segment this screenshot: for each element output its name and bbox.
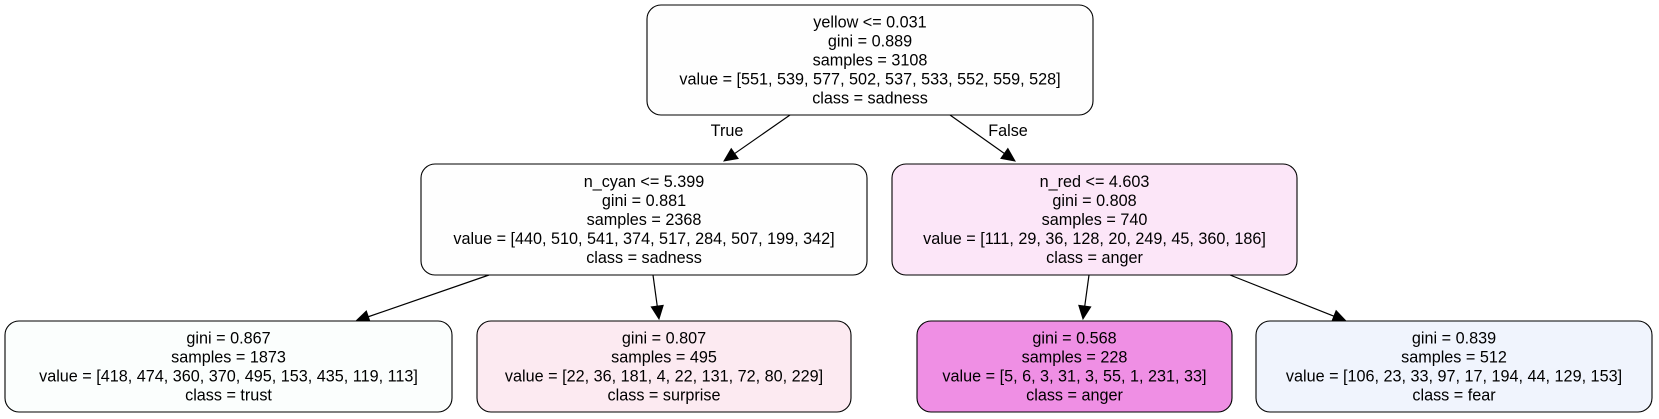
edge-line bbox=[1084, 274, 1090, 307]
edge-root-left: True bbox=[711, 114, 791, 162]
node-line: value = [551, 539, 577, 502, 537, 533, 5… bbox=[679, 70, 1060, 88]
node-box bbox=[891, 163, 1298, 276]
node-line: value = [106, 23, 33, 97, 17, 194, 44, 1… bbox=[1286, 367, 1622, 385]
node-line: gini = 0.889 bbox=[828, 33, 912, 51]
edge-line bbox=[734, 114, 791, 155]
node-line: class = anger bbox=[1026, 386, 1123, 404]
node-line: samples = 1873 bbox=[171, 349, 286, 367]
edge-line bbox=[949, 114, 1005, 154]
edge-right-fear bbox=[1229, 274, 1348, 323]
node-line: class = trust bbox=[185, 386, 272, 404]
node-line: gini = 0.568 bbox=[1032, 330, 1116, 348]
node-line: gini = 0.808 bbox=[1052, 192, 1136, 210]
node-line: value = [440, 510, 541, 374, 517, 284, 5… bbox=[453, 230, 834, 248]
node-line: samples = 2368 bbox=[587, 211, 702, 229]
node-line: samples = 740 bbox=[1042, 211, 1148, 229]
node-line: gini = 0.807 bbox=[622, 330, 706, 348]
node-line: class = fear bbox=[1412, 386, 1496, 404]
node-line: n_red <= 4.603 bbox=[1040, 173, 1150, 191]
node-line: gini = 0.839 bbox=[1412, 330, 1496, 348]
node-line: value = [111, 29, 36, 128, 20, 249, 45, … bbox=[923, 230, 1266, 248]
node-line: samples = 3108 bbox=[813, 52, 928, 70]
node-box bbox=[1255, 320, 1653, 413]
edge-line bbox=[652, 274, 658, 307]
node-line: samples = 512 bbox=[1401, 349, 1507, 367]
node-line: n_cyan <= 5.399 bbox=[584, 173, 705, 191]
node-line: yellow <= 0.031 bbox=[813, 14, 926, 32]
edge-right-anger bbox=[1078, 274, 1092, 321]
node-line: value = [5, 6, 3, 31, 3, 55, 1, 231, 33] bbox=[942, 367, 1206, 385]
edge-line bbox=[1229, 274, 1335, 317]
arrowhead bbox=[723, 147, 739, 162]
edge-label: False bbox=[988, 122, 1028, 140]
node-box bbox=[4, 320, 453, 413]
node-box bbox=[646, 4, 1094, 116]
node-line: value = [22, 36, 181, 4, 22, 131, 72, 80… bbox=[505, 367, 823, 385]
node-line: class = sadness bbox=[586, 249, 702, 267]
node-line: class = anger bbox=[1046, 249, 1143, 267]
edge-label: True bbox=[711, 122, 744, 140]
node-line: samples = 495 bbox=[611, 349, 717, 367]
arrowhead bbox=[1330, 309, 1348, 323]
edge-left-trust bbox=[354, 274, 490, 323]
node-box bbox=[420, 163, 868, 276]
node-line: class = sadness bbox=[812, 89, 928, 107]
node-line: gini = 0.881 bbox=[602, 192, 686, 210]
node-box bbox=[476, 320, 852, 413]
node-box bbox=[916, 320, 1233, 413]
edge-root-right: False bbox=[949, 114, 1028, 162]
arrowhead bbox=[650, 304, 664, 321]
arrowhead bbox=[1000, 147, 1016, 162]
node-line: class = surprise bbox=[608, 386, 721, 404]
node-line: samples = 228 bbox=[1022, 349, 1128, 367]
node-line: gini = 0.867 bbox=[186, 330, 270, 348]
node-line: value = [418, 474, 360, 370, 495, 153, 4… bbox=[39, 367, 418, 385]
arrowhead bbox=[1078, 304, 1092, 321]
edge-line bbox=[368, 274, 490, 318]
edge-left-surprise bbox=[650, 274, 664, 321]
